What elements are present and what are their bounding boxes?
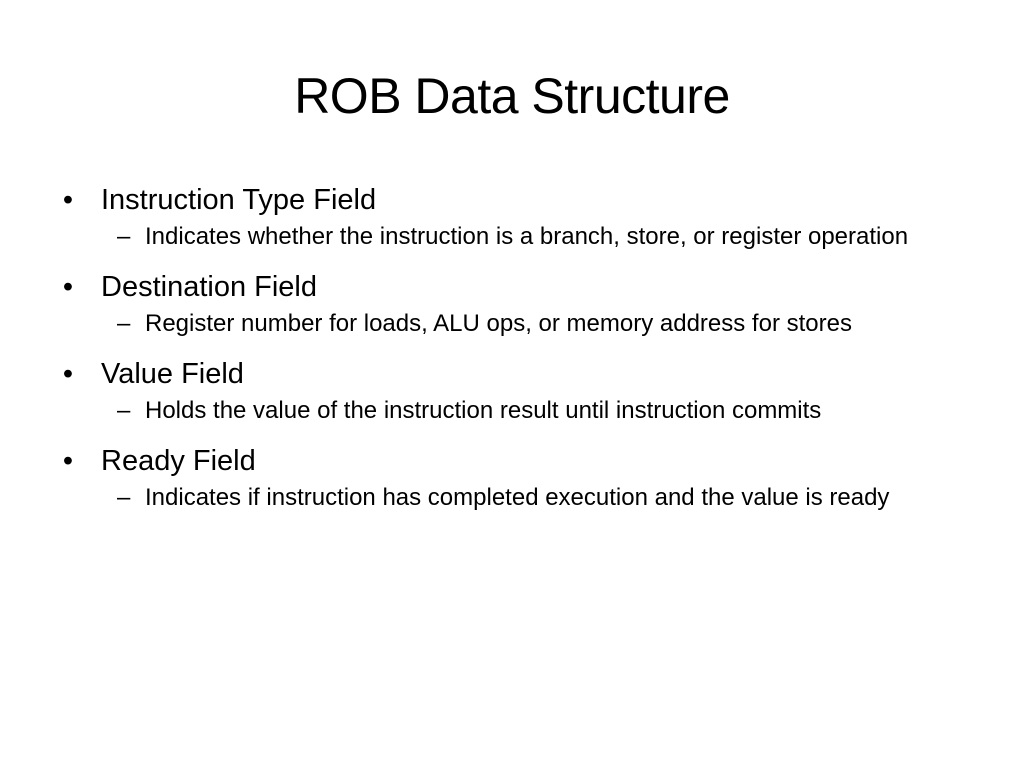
dash-icon: – bbox=[117, 310, 131, 337]
sub-item-text: Holds the value of the instruction resul… bbox=[145, 397, 822, 424]
bullet-icon: • bbox=[62, 445, 74, 477]
dash-icon: – bbox=[117, 397, 131, 424]
bullet-label: Ready Field bbox=[101, 445, 256, 477]
bullet-label: Destination Field bbox=[101, 271, 317, 303]
bullet-icon: • bbox=[62, 358, 74, 390]
bullet-item-destination: • Destination Field bbox=[58, 267, 958, 307]
dash-icon: – bbox=[117, 484, 131, 511]
sub-item-text: Indicates whether the instruction is a b… bbox=[145, 223, 909, 250]
bullet-list: • Instruction Type Field – Indicates whe… bbox=[58, 180, 958, 528]
bullet-item-ready: • Ready Field bbox=[58, 441, 958, 481]
slide-title: ROB Data Structure bbox=[294, 68, 730, 124]
dash-icon: – bbox=[117, 223, 131, 250]
bullet-item-value: • Value Field bbox=[58, 354, 958, 394]
bullet-label: Value Field bbox=[101, 358, 244, 390]
bullet-icon: • bbox=[62, 271, 74, 303]
sub-item-text: Register number for loads, ALU ops, or m… bbox=[145, 310, 852, 337]
sub-item: – Holds the value of the instruction res… bbox=[117, 394, 958, 427]
bullet-item-instruction-type: • Instruction Type Field bbox=[58, 180, 958, 220]
sub-item: – Register number for loads, ALU ops, or… bbox=[117, 307, 958, 340]
sub-item: – Indicates if instruction has completed… bbox=[117, 481, 958, 514]
bullet-label: Instruction Type Field bbox=[101, 184, 377, 216]
sub-item-text: Indicates if instruction has completed e… bbox=[145, 484, 890, 511]
sub-item: – Indicates whether the instruction is a… bbox=[117, 220, 958, 253]
bullet-icon: • bbox=[62, 184, 74, 216]
